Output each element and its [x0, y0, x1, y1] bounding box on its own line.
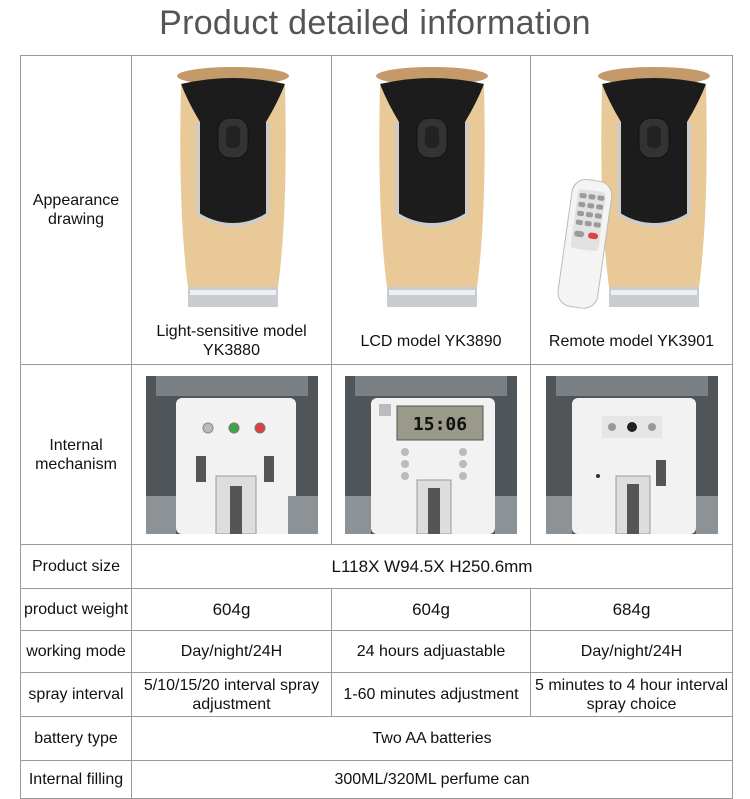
mechanism-image-light — [145, 375, 318, 534]
model-caption-2: LCD model YK3890 — [360, 333, 502, 350]
weight-value-3: 684g — [530, 588, 733, 631]
dispenser-image-remote — [598, 67, 710, 307]
appearance-model-1: Light-sensitive model YK3880 — [131, 55, 332, 365]
mechanism-lcd: 15:06 — [331, 364, 531, 545]
battery-value: Two AA batteries — [131, 716, 733, 761]
size-value: L118X W94.5X H250.6mm — [131, 544, 733, 589]
weight-label: product weight — [20, 588, 132, 631]
battery-label: battery type — [20, 716, 132, 761]
model-caption-1: Light-sensitive model YK3880 — [156, 323, 307, 359]
mechanism-light — [131, 364, 332, 545]
weight-value-1: 604g — [131, 588, 332, 631]
weight-value-2: 604g — [331, 588, 531, 631]
lcd-time: 15:06 — [413, 414, 467, 435]
appearance-label: Appearance drawing — [20, 55, 132, 365]
appearance-model-2: LCD model YK3890 — [331, 55, 531, 365]
mode-value-2: 24 hours adjuastable — [331, 630, 531, 673]
mode-value-3: Day/night/24H — [530, 630, 733, 673]
battery-row: battery type Two AA batteries — [20, 716, 733, 761]
mechanism-label: Internal mechanism — [20, 364, 132, 545]
dispenser-image-light — [177, 67, 289, 307]
mechanism-remote — [530, 364, 733, 545]
spray-value-1: 5/10/15/20 interval spray adjustment — [131, 672, 332, 717]
appearance-row: Appearance drawing Light-sensitive model… — [20, 55, 733, 365]
appearance-model-3: Remote model YK3901 — [530, 55, 733, 365]
model-caption-3: Remote model YK3901 — [548, 333, 715, 350]
page-title: Product detailed information — [159, 4, 591, 42]
size-label: Product size — [20, 544, 132, 589]
mode-value-1: Day/night/24H — [131, 630, 332, 673]
dispenser-image-lcd — [376, 67, 488, 307]
spray-value-3: 5 minutes to 4 hour interval spray choic… — [530, 672, 733, 717]
spray-label: spray interval — [20, 672, 132, 717]
spray-value-2: 1-60 minutes adjustment — [331, 672, 531, 717]
size-row: Product size L118X W94.5X H250.6mm — [20, 544, 733, 589]
mechanism-row: Internal mechanism — [20, 364, 733, 545]
mode-row: working mode Day/night/24H 24 hours adju… — [20, 630, 733, 673]
mechanism-image-remote — [545, 375, 718, 534]
weight-row: product weight 604g 604g 684g — [20, 588, 733, 631]
mechanism-image-lcd: 15:06 — [345, 375, 517, 534]
remote-control-image — [557, 179, 613, 309]
spray-row: spray interval 5/10/15/20 interval spray… — [20, 672, 733, 717]
product-spec-table: Appearance drawing Light-sensitive model… — [20, 55, 733, 799]
mode-label: working mode — [20, 630, 132, 673]
